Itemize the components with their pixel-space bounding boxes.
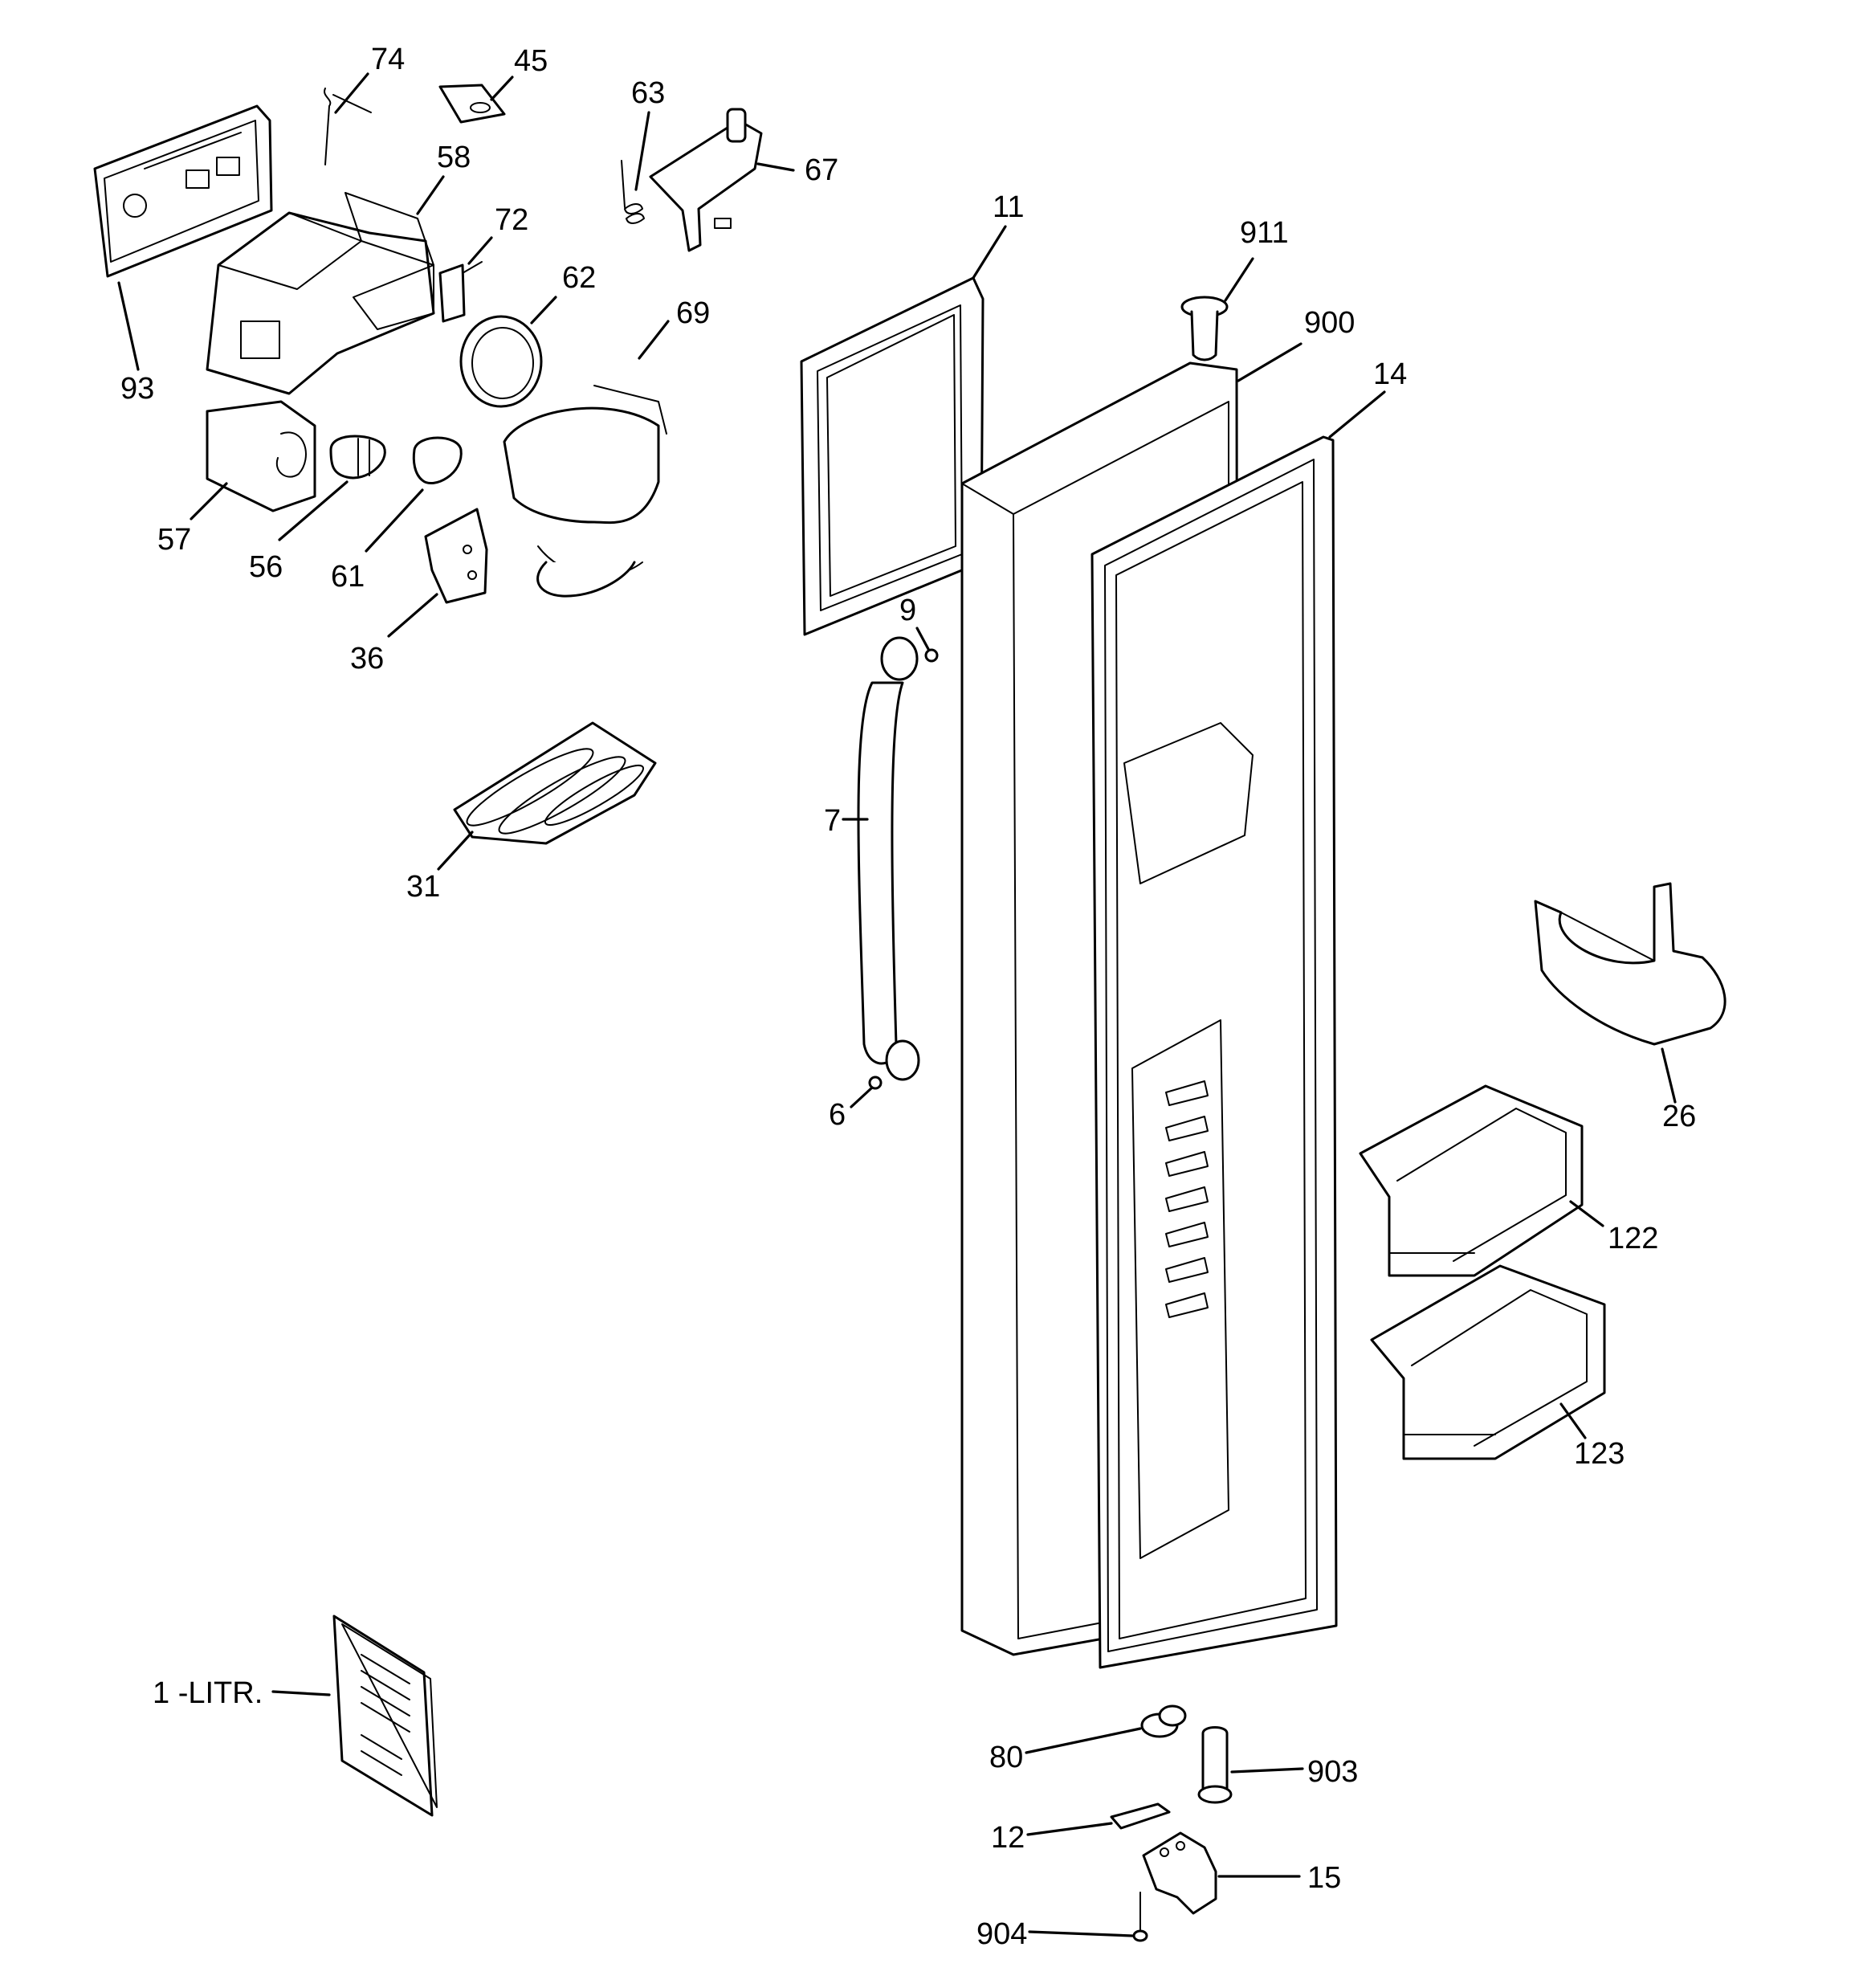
callout-26: 26 <box>1662 1100 1696 1133</box>
part-screw-9 <box>924 648 939 663</box>
callout-80: 80 <box>989 1741 1023 1774</box>
part-cover-26 <box>1534 882 1726 1046</box>
part-bushing-80 <box>1140 1704 1187 1738</box>
part-dispenser-frame-11 <box>800 276 984 636</box>
part-bracket-45 <box>438 84 506 124</box>
callout-61: 61 <box>331 560 365 594</box>
callout-903: 903 <box>1307 1755 1358 1789</box>
part-screw-6 <box>868 1076 883 1090</box>
callout-labels: 74 45 63 67 58 72 62 69 93 57 56 61 36 3… <box>120 43 1696 1951</box>
part-handle-7 <box>857 636 920 1081</box>
part-bracket-36 <box>424 508 488 604</box>
callout-58: 58 <box>437 141 471 174</box>
callout-14: 14 <box>1373 357 1407 391</box>
part-spring-74 <box>324 88 372 165</box>
part-cam-61 <box>412 436 463 485</box>
part-motor-cover-57 <box>206 400 316 512</box>
callout-63: 63 <box>631 76 665 110</box>
callout-67: 67 <box>805 153 838 187</box>
callout-57: 57 <box>157 523 191 557</box>
callout-1-litr: 1 -LITR. <box>153 1676 263 1710</box>
callout-11: 11 <box>993 190 1024 224</box>
callout-74: 74 <box>371 43 405 76</box>
callout-6: 6 <box>829 1098 846 1132</box>
part-ice-chute-housing <box>206 192 435 395</box>
part-drip-tray-31 <box>453 721 657 845</box>
callout-904: 904 <box>976 1917 1027 1951</box>
part-hinge-15 <box>1142 1831 1217 1915</box>
callout-69: 69 <box>676 296 710 330</box>
part-literature-booklet <box>332 1614 438 1817</box>
part-screw-904 <box>1132 1892 1148 1942</box>
part-door-gasket-14 <box>1090 435 1338 1669</box>
part-dispenser-recess <box>1123 722 1254 1559</box>
callout-9: 9 <box>899 594 916 627</box>
callout-36: 36 <box>350 642 384 676</box>
part-pin-903 <box>1197 1726 1233 1804</box>
callout-93: 93 <box>120 372 154 406</box>
callout-911: 911 <box>1240 216 1289 250</box>
callout-15: 15 <box>1307 1861 1341 1895</box>
callout-56: 56 <box>249 550 283 584</box>
part-ring-62 <box>459 315 543 408</box>
callout-122: 122 <box>1608 1222 1658 1255</box>
callout-45: 45 <box>514 44 548 78</box>
part-auger-56 <box>329 435 386 480</box>
part-shim-12 <box>1110 1802 1171 1830</box>
callout-900: 900 <box>1304 306 1355 340</box>
callout-123: 123 <box>1574 1437 1625 1471</box>
callout-31: 31 <box>406 870 440 904</box>
part-ice-bucket-69 <box>503 385 667 598</box>
callout-12: 12 <box>991 1821 1025 1855</box>
leader-lines <box>117 72 1677 1937</box>
part-door-bin-122 <box>1359 1084 1584 1277</box>
callout-7: 7 <box>824 804 841 838</box>
part-spring-63 <box>621 160 645 224</box>
callout-62: 62 <box>562 261 596 295</box>
part-lever-67 <box>649 108 763 252</box>
part-door-shelf-rails <box>1165 1080 1209 1318</box>
part-bushing-911 <box>1180 296 1229 361</box>
part-door-bin-123 <box>1370 1264 1606 1460</box>
part-dispenser-control-panel <box>93 104 273 278</box>
part-switch-72 <box>438 261 483 323</box>
callout-72: 72 <box>495 203 528 237</box>
